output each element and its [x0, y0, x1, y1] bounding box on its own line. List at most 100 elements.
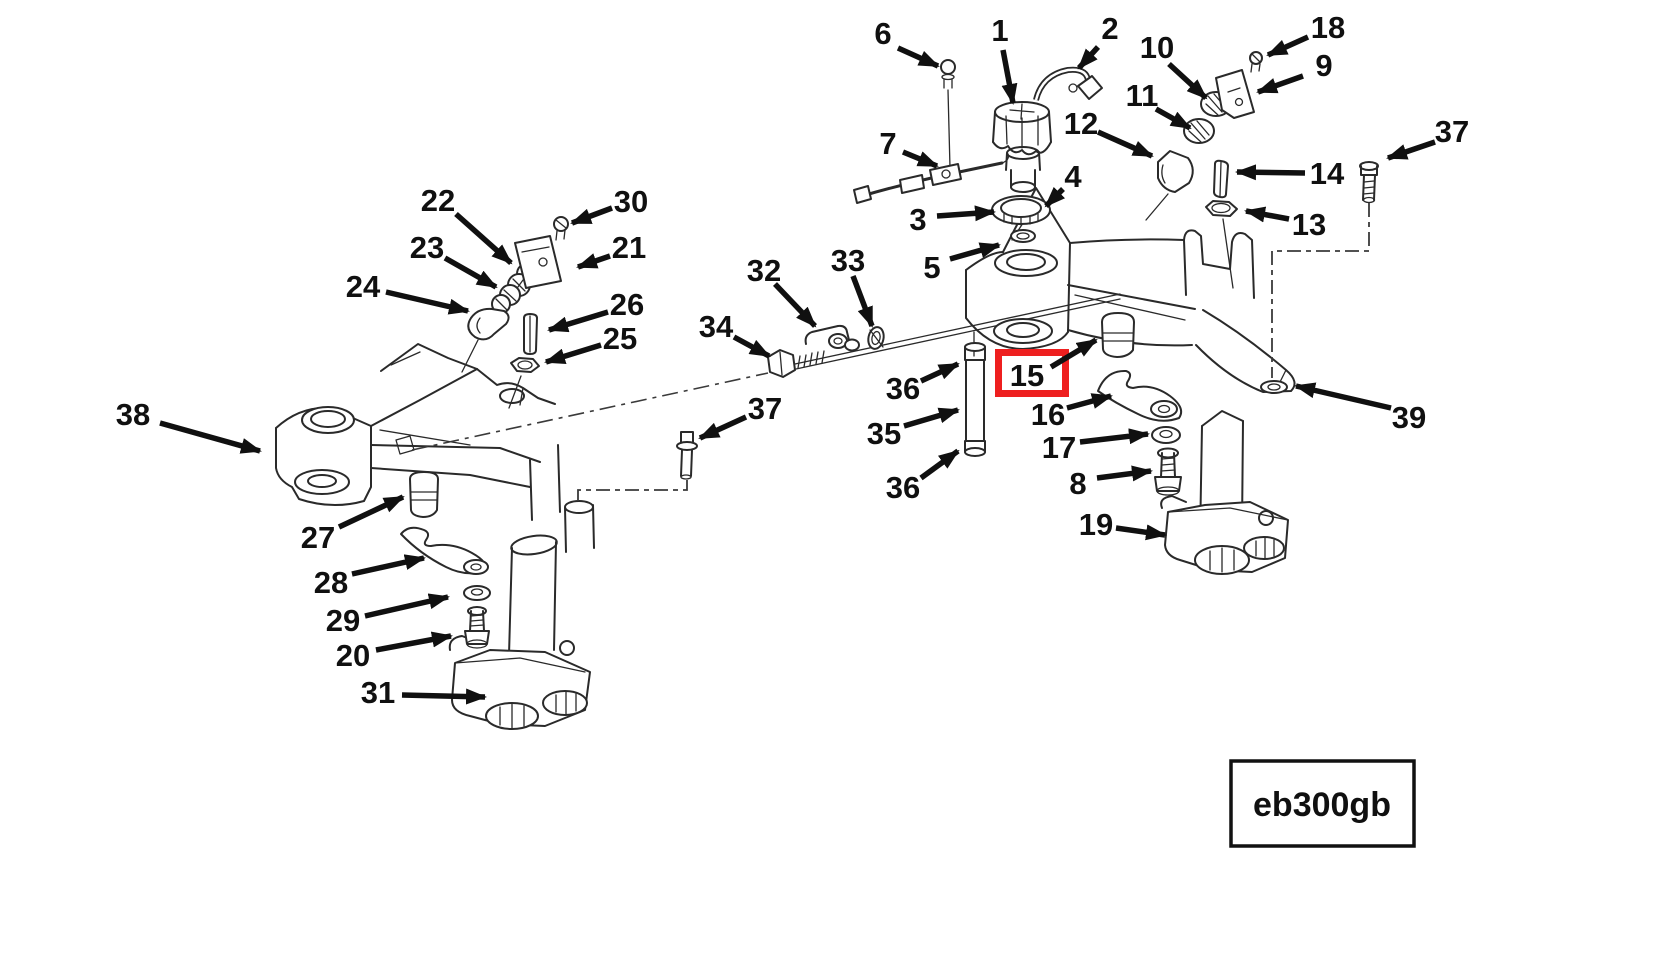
callout-78: 7 — [879, 126, 939, 169]
callout-1413: 14 — [1235, 156, 1345, 191]
callout-label: 16 — [1031, 397, 1065, 432]
callout-arrow — [159, 420, 262, 454]
callout-label: 21 — [612, 230, 646, 265]
callout-label: 29 — [326, 603, 360, 638]
callout-label: 10 — [1140, 30, 1174, 65]
callout-arrow — [1244, 206, 1290, 223]
callout-arrow — [1294, 382, 1392, 411]
part-15-bushing — [1101, 312, 1135, 358]
callout-arrow — [547, 309, 609, 333]
left-spindle-and-lower-knuckle — [448, 534, 591, 730]
callout-2620: 26 — [547, 287, 644, 333]
callout-label: 35 — [867, 416, 901, 451]
part-25-nut — [508, 357, 540, 409]
callout-label: 11 — [1126, 78, 1159, 113]
bolt-37-right — [1271, 161, 1379, 378]
part-18-screw — [1249, 51, 1263, 73]
callout-arrow — [1066, 393, 1113, 411]
callout-arrow — [732, 334, 771, 359]
callout-60: 6 — [874, 16, 940, 69]
callout-arrow — [773, 282, 817, 328]
right-knuckle-housing — [965, 187, 1296, 394]
callout-label: 6 — [874, 16, 891, 51]
callout-arrow — [1154, 106, 1192, 131]
part-14-pin — [1213, 159, 1229, 199]
callout-arrow — [1049, 337, 1098, 370]
highlight-box-callout-15 — [995, 349, 1069, 397]
callout-arrow — [949, 242, 1001, 262]
callout-3726: 37 — [698, 391, 782, 441]
callout-label: 38 — [116, 397, 150, 432]
callout-127: 12 — [1064, 106, 1154, 159]
callout-2938: 29 — [326, 593, 450, 638]
callout-arrow — [698, 414, 748, 441]
callout-arrow — [443, 255, 498, 290]
callout-arrow — [1096, 465, 1153, 482]
part-6-screw — [940, 59, 956, 169]
part-28-steering-arm — [400, 526, 489, 575]
callout-379: 37 — [1386, 114, 1469, 161]
part-33-clamp-ring — [867, 326, 885, 350]
part-24-ball-stud — [461, 307, 510, 373]
callout-label: 14 — [1310, 156, 1345, 191]
callout-label: 1 — [991, 13, 1008, 48]
callout-arrow — [375, 631, 453, 653]
callout-arrow — [1000, 49, 1018, 105]
callout-label: 17 — [1042, 430, 1076, 465]
callout-label: 27 — [301, 520, 335, 555]
callout-label: 26 — [610, 287, 644, 322]
callout-512: 5 — [923, 242, 1001, 285]
left-knuckle-housing — [275, 343, 595, 553]
callout-arrow — [936, 205, 996, 222]
callout-2039: 20 — [336, 631, 453, 673]
part-5-ring — [1010, 229, 1036, 243]
callout-3017: 30 — [570, 184, 648, 226]
callout-label: 37 — [1435, 114, 1469, 149]
callout-833: 8 — [1069, 465, 1153, 501]
callout-103: 10 — [1140, 30, 1208, 101]
right-top-parts — [853, 51, 1263, 289]
callout-arrow — [1386, 139, 1436, 161]
callout-label: 20 — [336, 638, 370, 673]
part-27-bushing — [409, 471, 439, 518]
callout-arrow — [901, 149, 939, 169]
callout-2521: 25 — [544, 321, 637, 365]
callout-1631: 16 — [1031, 393, 1113, 432]
part-12-plug — [1145, 150, 1194, 221]
part-13-nut — [1205, 200, 1238, 289]
callout-label: 18 — [1311, 10, 1345, 45]
callout-label: 39 — [1392, 400, 1426, 435]
callout-2419: 24 — [346, 269, 470, 315]
callout-arrow — [1235, 164, 1306, 181]
callout-2215: 22 — [421, 183, 513, 266]
callout-22: 2 — [1076, 11, 1119, 70]
left-small-parts — [400, 216, 569, 649]
callout-411: 4 — [1044, 159, 1082, 208]
callout-arrow — [1167, 61, 1208, 101]
callout-arrow — [1266, 34, 1310, 58]
part-35-king-pin — [964, 342, 986, 457]
callout-arrow — [1115, 524, 1167, 541]
part-2-hose — [1033, 66, 1103, 101]
callout-arrow — [570, 205, 613, 226]
callout-arrow — [544, 342, 602, 365]
callout-label: 22 — [421, 183, 455, 218]
callout-label: 36 — [886, 470, 920, 505]
callout-3528: 35 — [867, 407, 960, 451]
callout-310: 3 — [909, 202, 996, 237]
part-16-steering-arm — [1097, 369, 1183, 422]
callout-arrow — [1256, 73, 1304, 95]
callout-arrow — [1096, 129, 1154, 159]
callout-116: 11 — [1126, 78, 1192, 131]
callout-arrow — [896, 45, 940, 69]
callout-3424: 34 — [699, 309, 771, 359]
callout-label: 28 — [314, 565, 348, 600]
callout-1732: 17 — [1042, 428, 1150, 465]
callout-label: 7 — [879, 126, 896, 161]
callout-label: 19 — [1079, 507, 1113, 542]
callout-label: 8 — [1069, 466, 1086, 501]
callout-arrow — [385, 289, 470, 315]
